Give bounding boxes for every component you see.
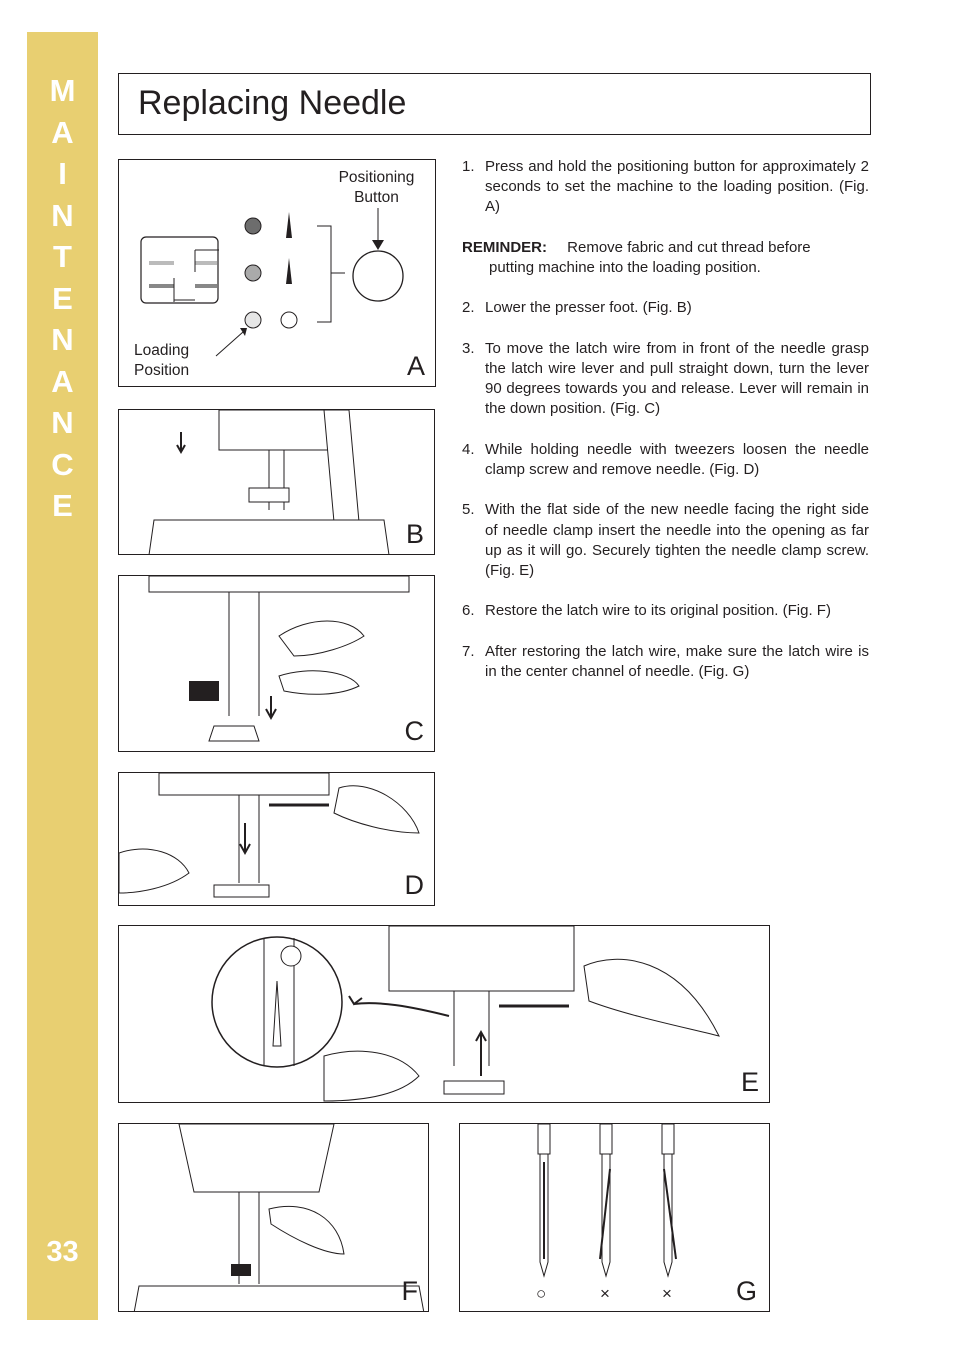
reminder: REMINDER: Remove fabric and cut thread b… <box>462 238 869 278</box>
step-item: 3. To move the latch wire from in front … <box>462 339 869 420</box>
step-text: After restoring the latch wire, make sur… <box>485 642 869 680</box>
page-number: 33 <box>46 1236 79 1268</box>
section-letter: N <box>51 197 74 233</box>
page-title: Replacing Needle <box>138 84 407 122</box>
figure-e: E <box>118 925 770 1103</box>
step-item: 6. Restore the latch wire to its origina… <box>462 601 869 621</box>
step-number: 4. <box>462 440 475 458</box>
figure-b-illustration <box>148 410 390 554</box>
figure-a-letter: A <box>406 351 425 381</box>
figure-c-illustration <box>148 576 410 742</box>
figure-d-letter: D <box>404 870 425 900</box>
section-label: M A I N T E N A N C E <box>27 70 98 527</box>
step-item: 5. With the flat side of the new needle … <box>462 500 869 581</box>
step-text: With the flat side of the new needle fac… <box>485 501 869 579</box>
reminder-text-first: Remove fabric and cut thread before <box>567 238 811 256</box>
instructions: 1. Press and hold the positioning button… <box>462 157 869 702</box>
section-letter: M <box>49 73 76 108</box>
section-letter: E <box>52 280 73 316</box>
maintenance-sidebar: M A I N T E N A N C E 33 <box>27 32 98 1320</box>
section-letter: A <box>51 363 74 399</box>
correct-mark: ○ <box>536 1284 547 1303</box>
section-letter: C <box>51 446 74 482</box>
figure-f: F <box>118 1123 429 1312</box>
figure-g-illustration <box>537 1124 677 1278</box>
step-item: 7. After restoring the latch wire, make … <box>462 642 869 682</box>
positioning-button-label: Positioning Button <box>338 169 415 206</box>
figure-b-letter: B <box>405 519 424 549</box>
figure-c-letter: C <box>404 716 425 746</box>
incorrect-mark: × <box>662 1284 672 1303</box>
step-number: 2. <box>462 299 475 317</box>
loading-position-label: Loading Position <box>134 342 190 379</box>
section-letter: N <box>51 405 74 440</box>
figure-f-letter: F <box>401 1276 419 1306</box>
figure-d-illustration <box>119 773 420 898</box>
section-letter: E <box>52 488 73 523</box>
section-letter: T <box>53 239 72 274</box>
incorrect-mark: × <box>600 1284 610 1303</box>
step-item: 4. While holding needle with tweezers lo… <box>462 440 869 480</box>
figure-e-letter: E <box>740 1067 759 1097</box>
section-letter: A <box>51 114 74 150</box>
step-number: 5. <box>462 501 475 519</box>
figure-b: B <box>118 409 435 555</box>
step-item: 2. Lower the presser foot. (Fig. B) <box>462 298 869 318</box>
step-number: 3. <box>462 339 475 357</box>
step-number: 1. <box>462 158 475 175</box>
figure-a-illustration <box>140 208 404 357</box>
figure-g-letter: G <box>735 1276 757 1306</box>
step-text: Lower the presser foot. (Fig. B) <box>485 299 692 317</box>
figure-e-illustration <box>211 926 720 1102</box>
step-text: Restore the latch wire to its original p… <box>485 602 831 620</box>
reminder-text-second: putting machine into the loading positio… <box>489 259 761 276</box>
step-number: 7. <box>462 642 475 660</box>
figure-a: Positioning Button Loading Position A <box>118 159 436 387</box>
section-letter: N <box>51 322 74 357</box>
step-text: Press and hold the positioning button fo… <box>485 158 869 216</box>
figure-d: D <box>118 772 435 906</box>
step-number: 6. <box>462 602 475 620</box>
figure-g: ○ × × G <box>459 1123 770 1312</box>
title-box: Replacing Needle <box>118 73 871 135</box>
step-text: While holding needle with tweezers loose… <box>485 440 869 478</box>
figure-c: C <box>118 575 435 752</box>
section-letter: I <box>58 156 67 191</box>
step-item: 1. Press and hold the positioning button… <box>462 157 869 218</box>
figure-f-illustration <box>133 1124 425 1311</box>
step-text: To move the latch wire from in front of … <box>485 339 869 418</box>
reminder-label: REMINDER: <box>462 238 547 256</box>
